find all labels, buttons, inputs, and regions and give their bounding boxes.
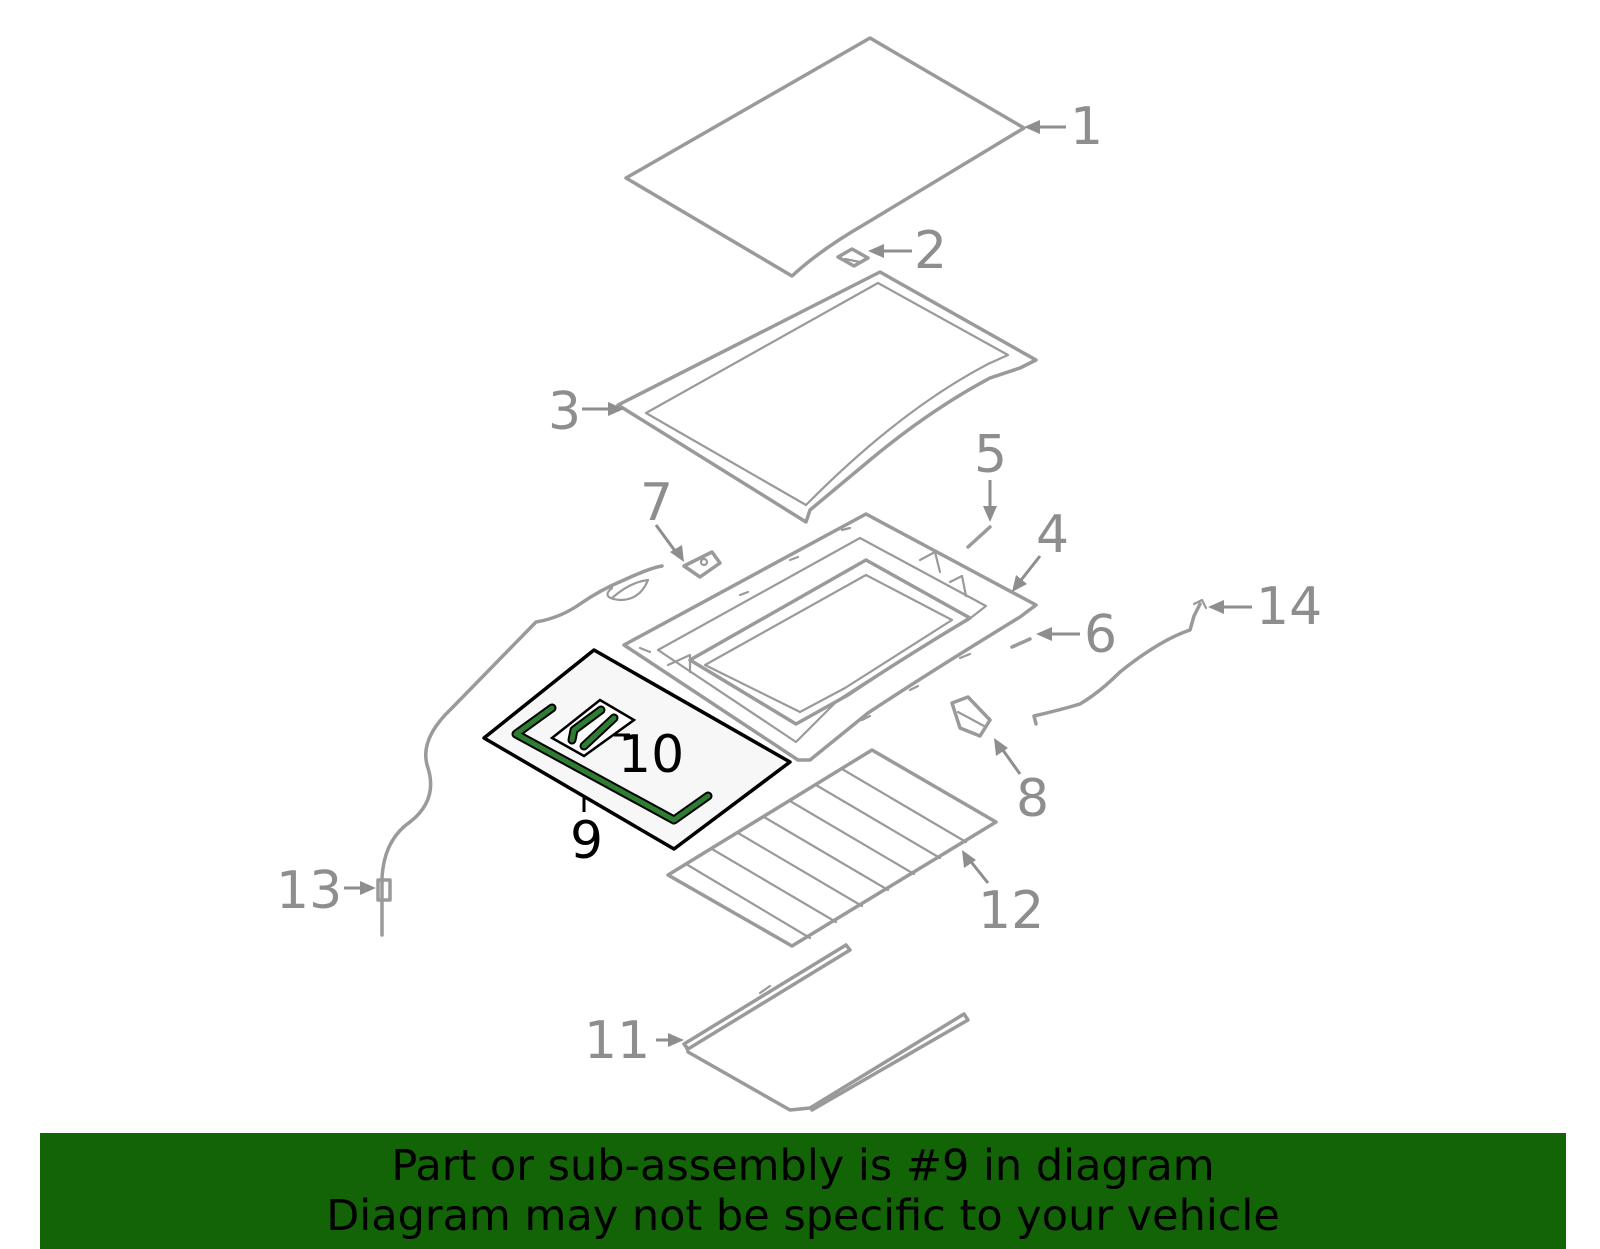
part-3-glass-panel[interactable] xyxy=(616,270,1038,524)
part-13-drain-hose[interactable] xyxy=(376,564,664,937)
part-6-pin[interactable] xyxy=(1010,637,1032,649)
part-1-roof-panel[interactable] xyxy=(624,36,1026,278)
callout-3[interactable]: 3 xyxy=(548,382,581,442)
info-banner: Part or sub-assembly is #9 in diagram Di… xyxy=(40,1133,1566,1249)
callout-7[interactable]: 7 xyxy=(640,473,673,533)
callout-12[interactable]: 12 xyxy=(978,881,1044,941)
callout-leaders xyxy=(344,120,1252,1047)
part-7-bracket[interactable] xyxy=(682,550,722,579)
callout-6[interactable]: 6 xyxy=(1084,605,1117,665)
part-9-highlight-panel[interactable] xyxy=(482,648,792,851)
part-2-clip[interactable] xyxy=(836,247,870,268)
callout-5[interactable]: 5 xyxy=(974,425,1007,485)
callout-8[interactable]: 8 xyxy=(1016,769,1049,829)
callout-10[interactable]: 10 xyxy=(618,725,684,785)
callout-11[interactable]: 11 xyxy=(584,1011,650,1071)
callout-2[interactable]: 2 xyxy=(914,221,947,281)
part-11-guide-rail[interactable] xyxy=(682,943,970,1112)
callout-9[interactable]: 9 xyxy=(570,811,603,871)
part-12-sunshade[interactable] xyxy=(666,748,998,948)
part-4-sunroof-frame[interactable] xyxy=(622,512,1038,762)
callout-13[interactable]: 13 xyxy=(276,861,342,921)
part-10-highlight-inset[interactable] xyxy=(549,698,637,758)
callout-14[interactable]: 14 xyxy=(1256,577,1322,637)
part-5-pin[interactable] xyxy=(966,525,992,549)
part-8-motor[interactable] xyxy=(950,695,992,738)
part-14-drain-hose[interactable] xyxy=(1032,598,1208,726)
banner-line-2: Diagram may not be specific to your vehi… xyxy=(326,1191,1280,1241)
callout-1[interactable]: 1 xyxy=(1070,97,1103,157)
callout-4[interactable]: 4 xyxy=(1036,505,1069,565)
banner-line-1: Part or sub-assembly is #9 in diagram xyxy=(391,1141,1215,1191)
